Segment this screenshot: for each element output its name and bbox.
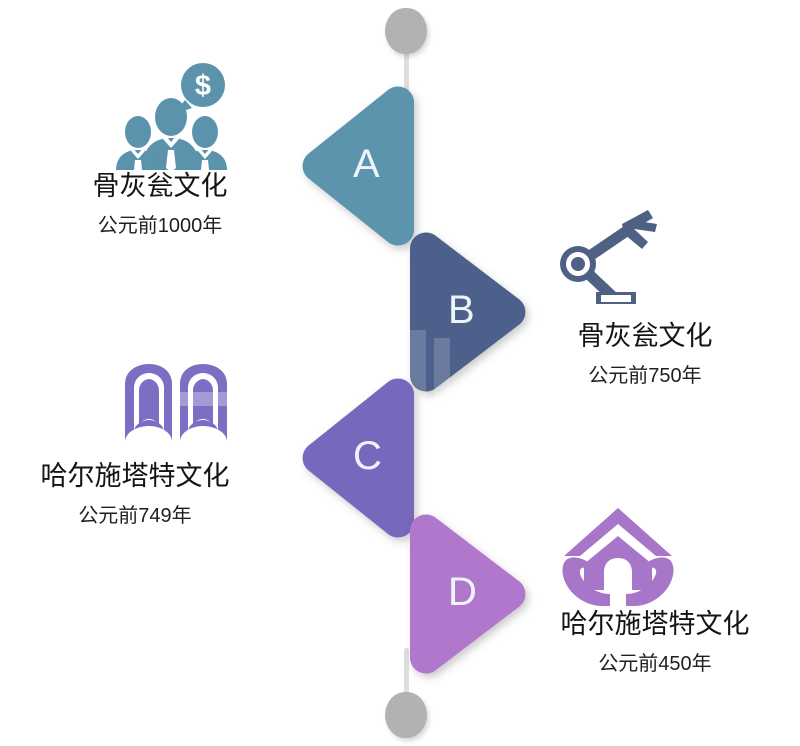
spine-endpoint-dot-top bbox=[385, 8, 427, 54]
business-people-dollar-icon: $ bbox=[112, 62, 230, 172]
node-title-d: 哈尔施塔特文化 bbox=[560, 609, 750, 639]
node-text-a: 骨灰瓮文化 公元前1000年 bbox=[60, 171, 260, 237]
triangle-shape-a bbox=[302, 86, 414, 246]
node-text-c: 哈尔施塔特文化 公元前749年 bbox=[10, 461, 260, 527]
marker-letter-c: C bbox=[353, 434, 383, 478]
node-title-b: 骨灰瓮文化 bbox=[577, 321, 713, 351]
marker-letter-b: B bbox=[448, 288, 476, 332]
node-date-d: 公元前450年 bbox=[598, 652, 712, 675]
marker-letter-d: D bbox=[448, 570, 478, 614]
node-title-a: 骨灰瓮文化 bbox=[92, 171, 228, 201]
triangle-shape-b bbox=[410, 232, 526, 392]
marker-letter-a: A bbox=[353, 142, 381, 186]
spine-line-bottom bbox=[404, 648, 409, 710]
spine-endpoint-dot-bottom bbox=[385, 692, 427, 738]
house-in-hands-icon bbox=[560, 506, 676, 610]
triangle-shape-d bbox=[410, 514, 526, 674]
open-book-icon bbox=[122, 362, 230, 452]
robot-arm-icon bbox=[556, 196, 666, 306]
spine-line-top bbox=[404, 42, 409, 108]
node-text-b: 骨灰瓮文化 公元前750年 bbox=[530, 321, 760, 387]
node-date-a: 公元前1000年 bbox=[97, 214, 223, 237]
node-date-b: 公元前750年 bbox=[588, 364, 702, 387]
node-title-c: 哈尔施塔特文化 bbox=[40, 461, 230, 491]
svg-text:$: $ bbox=[195, 70, 211, 102]
node-text-d: 哈尔施塔特文化 公元前450年 bbox=[530, 609, 780, 675]
triangle-shape-c bbox=[302, 378, 414, 538]
node-date-c: 公元前749年 bbox=[78, 504, 192, 527]
